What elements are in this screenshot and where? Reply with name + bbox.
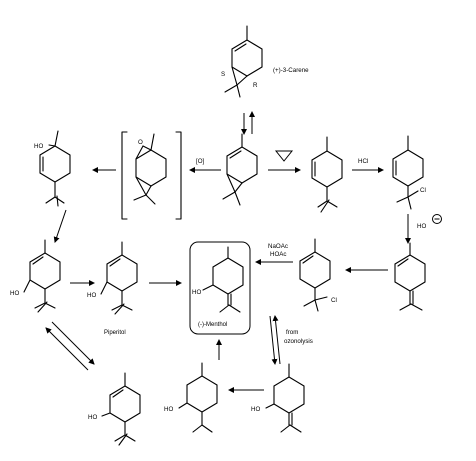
carene-molecule-top: S R	[221, 25, 263, 98]
pulegol-molecule	[265, 363, 305, 433]
arrow-from-isopiperitenol	[45, 327, 89, 371]
arrow-up-from-pulegol	[272, 315, 281, 365]
reagent-naoac-label: NaOAc	[268, 243, 288, 250]
arrow-to-cis-piperitol	[53, 209, 67, 243]
hydroxide-label: HO	[417, 223, 426, 230]
ozonolysis-label: ozonolysis	[284, 338, 313, 345]
arrow-down-to-pulegol	[269, 315, 278, 365]
cis-piperitol-molecule	[23, 239, 61, 313]
car-2-ene-molecule	[311, 136, 343, 213]
carene-epoxide-molecule	[121, 131, 182, 220]
menthol-box	[189, 241, 251, 335]
ho-label-piperitol: HO	[87, 292, 96, 299]
cl-label-right: Cl	[420, 187, 426, 194]
oxidation-label: [O]	[196, 158, 205, 165]
heat-triangle-icon	[274, 150, 294, 162]
allylic-chloride-molecule	[299, 238, 331, 312]
stereo-r-label: R	[253, 82, 258, 89]
allylic-alcohol-molecule	[39, 130, 71, 207]
epoxide-oxygen-label: O	[138, 139, 143, 146]
negative-charge-icon	[432, 214, 442, 224]
reagent-hoac-label: HOAc	[270, 251, 287, 258]
ho-label-isopiperitenol: HO	[88, 414, 97, 421]
isopiperitenol-molecule	[101, 372, 141, 446]
stereo-s-label: S	[221, 71, 225, 78]
ho-label-neomenthol: HO	[164, 406, 173, 413]
ho-label-pulegol: HO	[251, 406, 260, 413]
piperitol-label: Piperitol	[104, 330, 126, 336]
menthol-label: (-)-Menthol	[198, 322, 227, 328]
hcl-label: HCl	[358, 158, 368, 165]
carene-label: (+)-3-Carene	[273, 67, 309, 74]
ho-label-menthol: HO	[192, 289, 201, 296]
carene-molecule-center	[222, 133, 258, 206]
from-label: from	[286, 329, 298, 336]
tertiary-chloride-molecule	[392, 135, 424, 210]
cl-label-allylic: Cl	[331, 297, 337, 304]
ho-label-cis-piperitol: HO	[10, 290, 19, 297]
arrow-to-isopiperitenol	[51, 321, 95, 365]
piperitol-molecule	[100, 241, 138, 315]
neomenthol-molecule	[178, 362, 218, 433]
ho-label-allylic: HO	[34, 143, 43, 150]
menthol-molecule	[202, 246, 244, 313]
terpinolene-molecule	[394, 242, 426, 311]
